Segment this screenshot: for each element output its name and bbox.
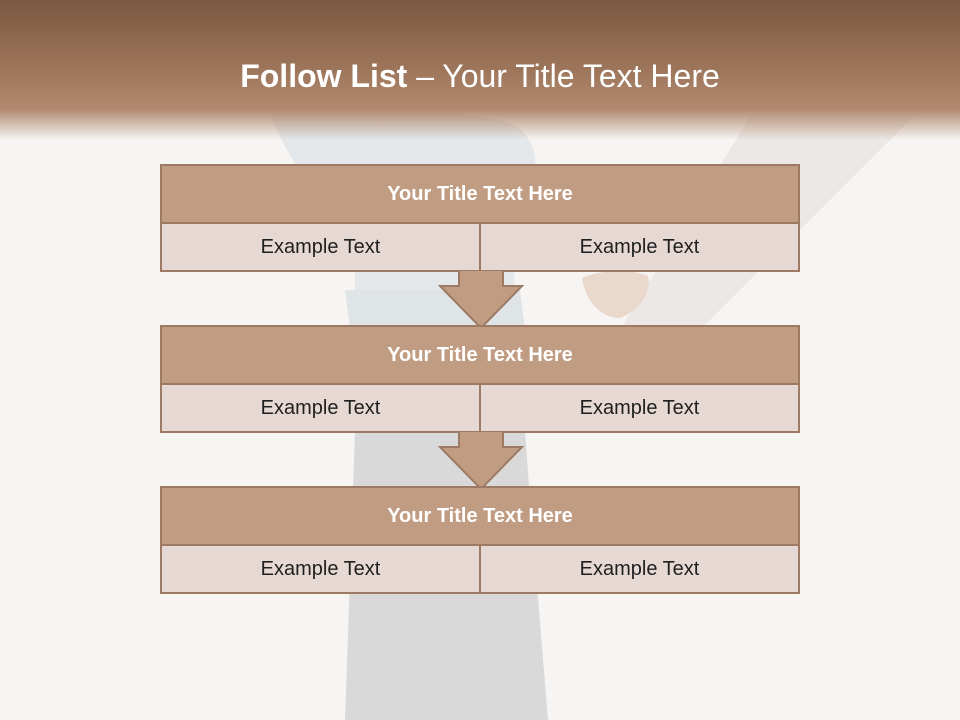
block-cell-right: Example Text <box>479 385 798 431</box>
block-title: Your Title Text Here <box>162 327 798 385</box>
block-cell-left: Example Text <box>260 558 381 580</box>
title-bar <box>0 0 960 140</box>
block-title: Your Title Text Here <box>162 166 798 224</box>
down-arrow-icon <box>438 270 524 330</box>
block-cells: Example Text Example Text <box>162 385 798 431</box>
list-block-1: Your Title Text Here Example Text Exampl… <box>160 164 800 272</box>
block-cell-right: Example Text <box>479 546 798 592</box>
block-cell-right: Example Text <box>479 224 798 270</box>
slide-title-bold: Follow List <box>240 58 408 94</box>
block-cells: Example Text Example Text <box>162 224 798 270</box>
list-block-2: Your Title Text Here Example Text Exampl… <box>160 325 800 433</box>
down-arrow-icon <box>438 431 524 491</box>
block-cell-left: Example Text <box>260 236 381 258</box>
slide-title: Follow List – Your Title Text Here <box>0 54 960 98</box>
slide-title-rest: – Your Title Text Here <box>416 58 720 94</box>
block-cell-left: Example Text <box>260 397 381 419</box>
block-cells: Example Text Example Text <box>162 546 798 592</box>
block-title: Your Title Text Here <box>162 488 798 546</box>
list-block-3: Your Title Text Here Example Text Exampl… <box>160 486 800 594</box>
